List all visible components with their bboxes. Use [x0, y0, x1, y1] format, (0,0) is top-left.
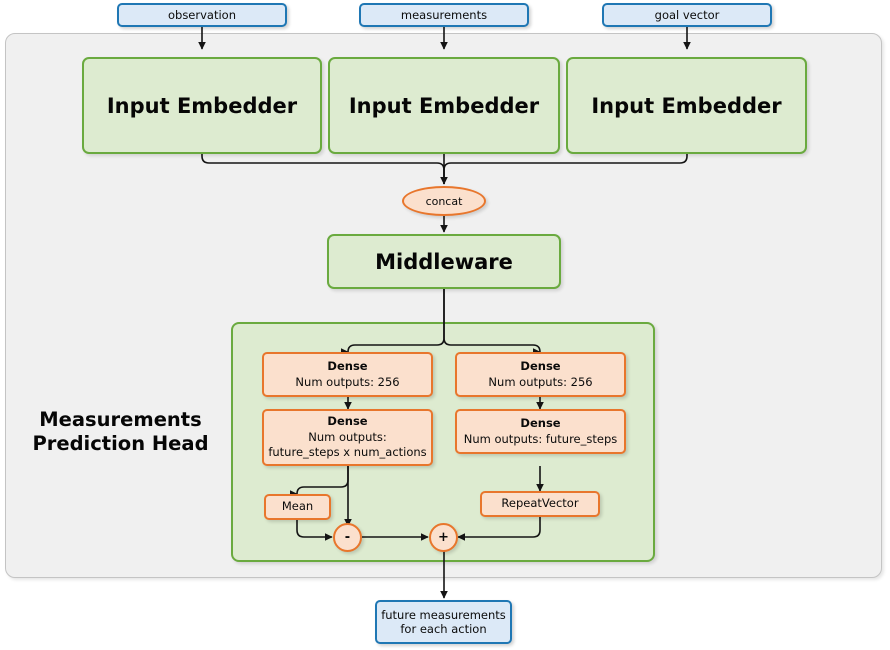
- head-label-line-2: Prediction Head: [32, 432, 209, 456]
- dense-right-1-title: Dense: [520, 358, 561, 373]
- head-label-line-1: Measurements: [39, 408, 202, 431]
- input-box-goal-vector[interactable]: goal vector: [602, 3, 772, 27]
- output-line-2: for each action: [400, 622, 487, 636]
- dense-right-2-title: Dense: [520, 415, 561, 430]
- output-box-future-measurements[interactable]: future measurements for each action: [375, 600, 512, 644]
- input-box-observation[interactable]: observation: [117, 3, 287, 27]
- mean-node[interactable]: Mean: [264, 494, 331, 520]
- dense-right-2-outputs: Num outputs: future_steps: [463, 431, 618, 446]
- subtract-operator[interactable]: -: [333, 523, 362, 552]
- dense-left-1-title: Dense: [327, 358, 368, 373]
- repeat-vector-node[interactable]: RepeatVector: [480, 491, 600, 517]
- dense-left-1[interactable]: Dense Num outputs: 256: [262, 352, 433, 397]
- middleware-node[interactable]: Middleware: [327, 234, 561, 289]
- output-line-1: future measurements: [381, 607, 506, 622]
- measurements-prediction-head-label: Measurements Prediction Head: [18, 408, 223, 457]
- dense-right-1[interactable]: Dense Num outputs: 256: [455, 352, 626, 397]
- dense-left-2-outputs-label: Num outputs:: [308, 429, 387, 444]
- concat-node[interactable]: concat: [402, 186, 486, 216]
- input-embedder-observation[interactable]: Input Embedder: [82, 57, 322, 154]
- dense-right-1-outputs: Num outputs: 256: [488, 374, 593, 389]
- dense-left-1-outputs: Num outputs: 256: [295, 374, 400, 389]
- input-embedder-goal-vector[interactable]: Input Embedder: [566, 57, 807, 154]
- dense-right-2[interactable]: Dense Num outputs: future_steps: [455, 409, 626, 454]
- input-box-measurements[interactable]: measurements: [359, 3, 529, 27]
- input-embedder-measurements[interactable]: Input Embedder: [328, 57, 560, 154]
- dense-left-2-outputs-value: future_steps x num_actions: [268, 445, 427, 460]
- add-operator[interactable]: +: [429, 523, 458, 552]
- dense-left-2-title: Dense: [327, 414, 368, 429]
- dense-left-2[interactable]: Dense Num outputs: future_steps x num_ac…: [262, 409, 433, 466]
